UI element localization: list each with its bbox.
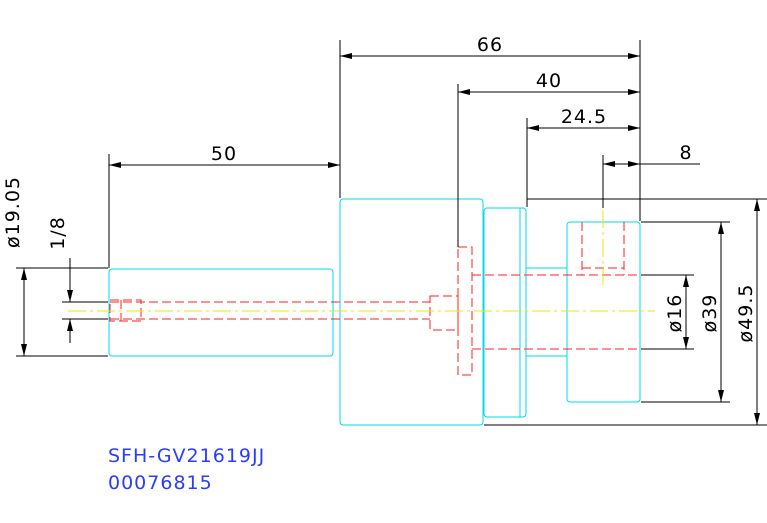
dimensions	[16, 40, 767, 426]
inner-step	[429, 295, 459, 331]
dim-50-text: 50	[211, 143, 237, 165]
dim-19-05-text: ø19.05	[2, 176, 24, 248]
flange-collar	[483, 207, 527, 418]
left-shank	[108, 268, 334, 357]
inner-flange-pocket	[457, 246, 473, 376]
part-outline	[108, 198, 641, 426]
drawing-number-label: 00076815	[108, 472, 213, 494]
dim-8-text: 8	[679, 142, 692, 164]
dim-24-5-text: 24.5	[561, 106, 607, 128]
dim-16-text: ø16	[664, 294, 686, 333]
centerlines	[68, 210, 655, 312]
dim-49-5-text: ø49.5	[735, 284, 757, 343]
dim-1-8-text: 1/8	[47, 216, 69, 250]
dim-40-text: 40	[536, 70, 562, 92]
dim-66-text: 66	[477, 34, 503, 56]
dim-39-text: ø39	[699, 294, 721, 333]
main-body	[339, 198, 484, 426]
hidden-lines	[109, 222, 640, 376]
part-number-label: SFH-GV21619JJ	[108, 445, 265, 467]
